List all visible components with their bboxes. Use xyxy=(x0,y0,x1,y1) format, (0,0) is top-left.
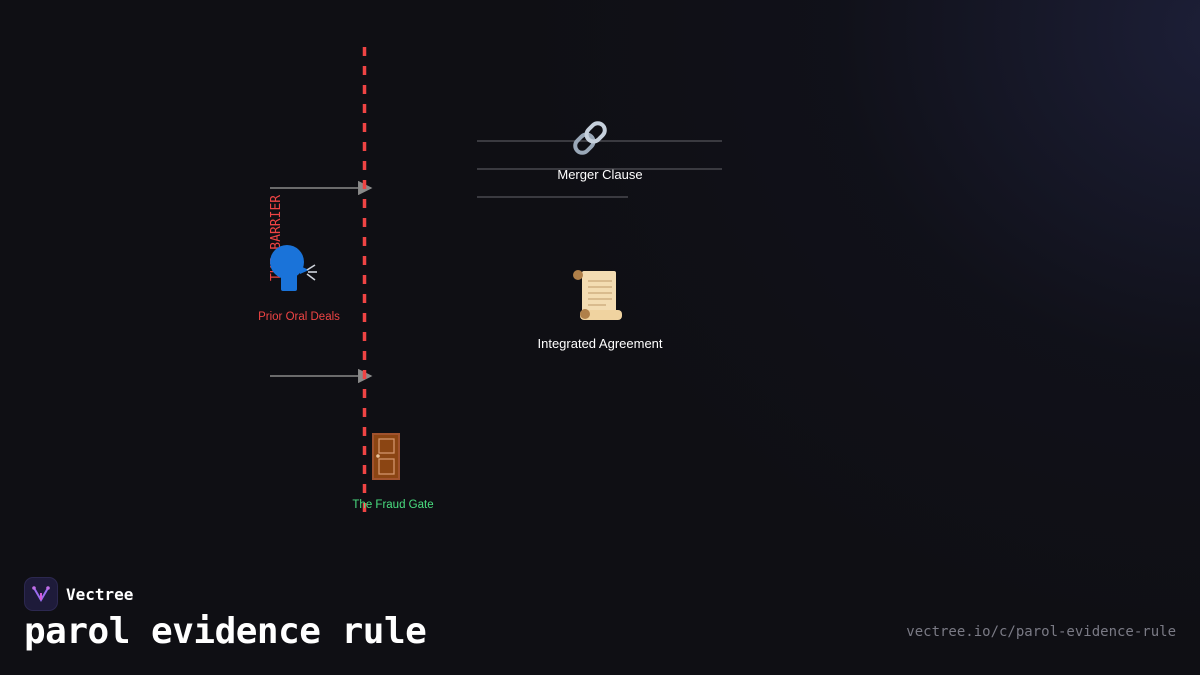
brand: Vectree xyxy=(24,577,133,611)
prior-oral-deals-label: Prior Oral Deals xyxy=(258,311,340,323)
vectree-logo-icon xyxy=(24,577,58,611)
brand-name: Vectree xyxy=(66,584,134,604)
page-title: parol evidence rule xyxy=(24,611,427,652)
link-icon xyxy=(573,121,607,155)
speaking-head-icon xyxy=(270,245,317,291)
scroll-icon xyxy=(573,270,622,320)
page-url[interactable]: vectree.io/c/parol-evidence-rule xyxy=(906,624,1176,640)
integrated-agreement-label: Integrated Agreement xyxy=(537,336,662,351)
fraud-gate-label: The Fraud Gate xyxy=(352,499,433,511)
merger-clause-label: Merger Clause xyxy=(557,167,642,182)
door-icon xyxy=(372,433,400,480)
